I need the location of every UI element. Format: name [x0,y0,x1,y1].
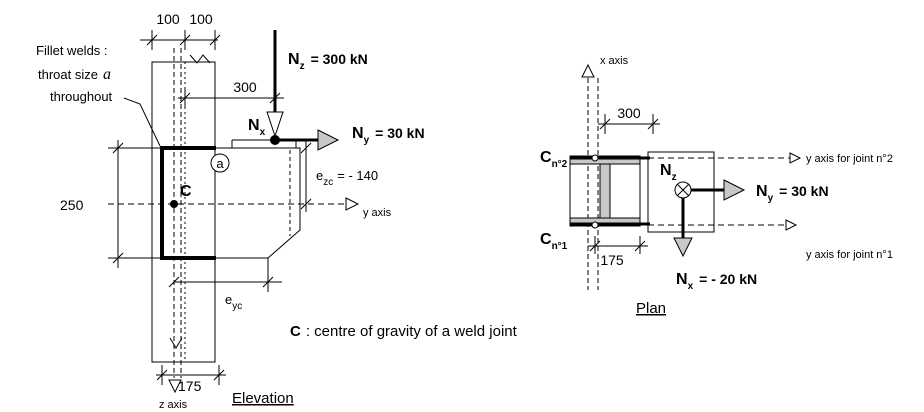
elevation-title: Elevation [232,390,294,407]
z-axis-label: z axis [159,399,188,411]
cog-joint-2 [591,154,599,162]
x-axis-arrow [581,63,595,78]
legend-text: C: centre of gravity of a weld joint [290,323,518,340]
ezc-label: ezc= - 140 [316,168,378,188]
dim-top-right: 100 [189,11,213,27]
cog-joint-2-label: Cn°2 [540,149,568,170]
z-axis-arrow [168,379,182,394]
cog-label: C [180,183,192,200]
x-axis-label: x axis [600,55,629,67]
elevation-y-axis-arrow [345,197,360,211]
cog-joint-1 [591,221,599,229]
cog-joint-1-label: Cn°1 [540,231,568,252]
dim-height: 250 [60,197,84,213]
dim-arm: 300 [233,79,257,95]
nz-label: Nz= 300 kN [288,51,368,72]
dim-bottom: 175 [178,378,202,394]
ny-label: Ny= 30 kN [352,125,425,146]
y-axis-joint-2-label: y axis for joint n°2 [806,153,893,165]
bracket-plate [161,147,301,259]
plan-nx-head [673,237,693,258]
dim-top-left: 100 [156,11,180,27]
weld-tag-circle [210,153,230,173]
plan-title: Plan [636,300,666,317]
elevation-view: C a y axis z axis 100 100 300 2 [36,11,425,411]
plan-dim-bottom: 175 [600,252,624,268]
plan-view: x axis y axis for joint n°2 y axis for j… [540,55,893,317]
break-mark-bottom [169,337,183,349]
eyc-label: eyc [225,292,242,312]
plan-nx-label: Nx= - 20 kN [676,271,757,292]
ny-arrow-head [317,129,340,151]
y-axis-joint-2-arrow [789,152,802,164]
plan-ny-label: Ny= 30 kN [756,183,829,204]
y-axis-joint-1-arrow [785,219,798,231]
fillet-weld [160,146,216,260]
y-axis-joint-1-label: y axis for joint n°1 [806,249,893,261]
plan-nz-label: Nz [660,162,677,183]
column-outline [151,61,216,363]
elevation-y-axis-label: y axis [363,207,392,219]
plan-bracket-plate [647,151,715,233]
nx-label: Nx [248,117,266,138]
break-mark-top [189,54,211,64]
plan-dim-top: 300 [617,105,641,121]
weld-note-line3: throughout [50,89,113,104]
weld-tag-label: a [216,156,224,171]
legend: C: centre of gravity of a weld joint [290,323,518,340]
weld-note-line1: Fillet welds : [36,43,108,58]
plan-ny-head [723,179,746,201]
column-web [599,163,611,219]
nz-arrow-head [266,111,284,138]
weld-note-leader [123,97,161,147]
